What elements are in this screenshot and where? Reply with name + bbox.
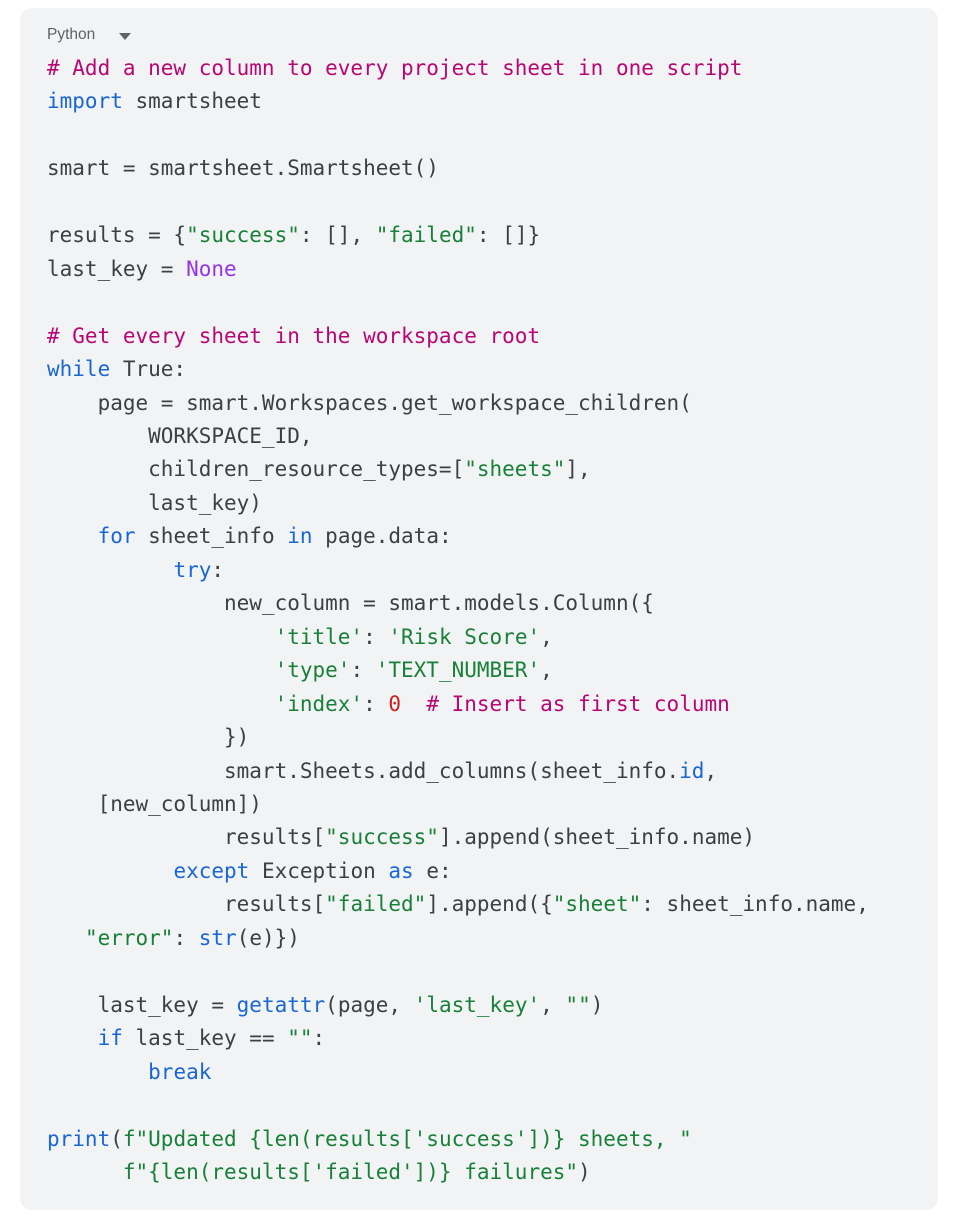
code-token: : []} [476,223,541,248]
code-token: ( [110,1126,123,1151]
code-token: break [148,1059,212,1084]
code-token: WORKSPACE_ID, [47,423,313,448]
code-token: except [173,858,250,883]
code-token [47,1060,148,1084]
code-token: None [186,256,237,281]
code-token [47,524,98,548]
code-token: (e)}) [236,925,300,950]
code-token: 'index' [274,691,364,716]
code-token: ) [590,992,604,1017]
code-token: children_resource_types=[ [47,457,465,482]
code-token: [new_column]) [47,791,262,816]
code-token: last_key) [47,490,262,515]
code-token: getattr [236,992,326,1017]
code-token: smart.Sheets.add_columns(sheet_info. [47,758,680,783]
code-token: Exception [249,858,389,883]
code-token: : [363,691,389,716]
code-token: page = smart.Workspaces.get_workspace_ch… [47,390,692,415]
code-token: 'TEXT_NUMBER' [375,658,541,683]
code-token: : [363,624,389,649]
code-token: if [97,1026,123,1051]
code-token: 'title' [274,624,364,649]
code-token: in [287,524,313,549]
code-token: , [704,758,718,783]
code-token [47,692,275,716]
code-token: : sheet_info.name, [641,892,869,917]
code-token: }) [47,725,250,750]
code-token: smartsheet [122,89,262,114]
code-token [47,859,173,883]
code-block: # Add a new column to every project shee… [20,46,938,1189]
code-token: : [173,925,199,950]
code-token: f"{len(results['failed'])} failures" [122,1159,579,1184]
code-token: while [47,357,111,382]
chevron-down-icon [119,32,132,40]
code-token: for [97,524,136,549]
code-token: 'last_key' [413,992,541,1017]
code-token: ].append(sheet_info.name) [438,825,756,850]
code-token: "success" [186,223,300,248]
code-token: 'type' [274,658,351,683]
code-token: page.data: [312,524,452,549]
code-token: results[ [47,825,326,850]
code-token: new_column = smart.models.Column({ [47,591,654,616]
code-token: try [173,557,212,582]
code-token: (page, [325,992,414,1017]
code-card: Python # Add a new column to every proje… [20,8,938,1210]
code-token: last_key == [122,1026,288,1051]
code-token: ], [565,457,591,482]
code-token: , [540,992,566,1017]
code-token: "sheet" [552,892,642,917]
code-token: # Insert as first column [426,691,730,716]
code-token: import [47,89,123,114]
code-token: "sheets" [464,457,566,482]
code-token [47,558,173,582]
code-token: id [679,758,705,783]
code-token: last_key = [47,256,187,281]
code-token: 0 [388,691,402,716]
code-token: , [540,624,553,649]
code-token: : [211,557,225,582]
code-token [47,1160,123,1184]
code-token: , [540,658,553,683]
language-label: Python [47,26,96,43]
code-token: e: [413,858,452,883]
code-token: : [350,658,376,683]
language-selector[interactable]: Python [20,8,938,46]
code-token: results[ [47,892,326,917]
code-token [47,658,275,682]
code-token: "success" [325,825,439,850]
code-token [47,926,85,950]
code-token: # Get every sheet in the workspace root [47,323,541,348]
code-token: results = { [47,223,187,248]
code-token: "failed" [325,892,427,917]
code-token: smart = smartsheet.Smartsheet() [47,156,439,181]
code-token [401,692,426,716]
code-token: True: [110,357,187,382]
code-token [47,1026,98,1050]
code-token [47,625,275,649]
code-token: last_key = [47,992,237,1017]
code-token: : [312,1026,326,1051]
code-token: # Add a new column to every project shee… [47,56,743,80]
code-token: "failed" [375,223,477,248]
code-token: print [47,1126,111,1151]
code-token: f"Updated {len(results['success'])} shee… [122,1126,692,1151]
code-token: : [], [299,223,376,248]
code-token: "error" [84,925,174,950]
code-token: "" [287,1026,313,1051]
code-token: "" [565,992,591,1017]
code-token: ].append({ [426,892,553,917]
code-token: ) [578,1159,591,1184]
code-token: as [388,858,414,883]
code-token: sheet_info [135,524,288,549]
code-token: str [198,925,237,950]
code-token: 'Risk Score' [388,624,541,649]
